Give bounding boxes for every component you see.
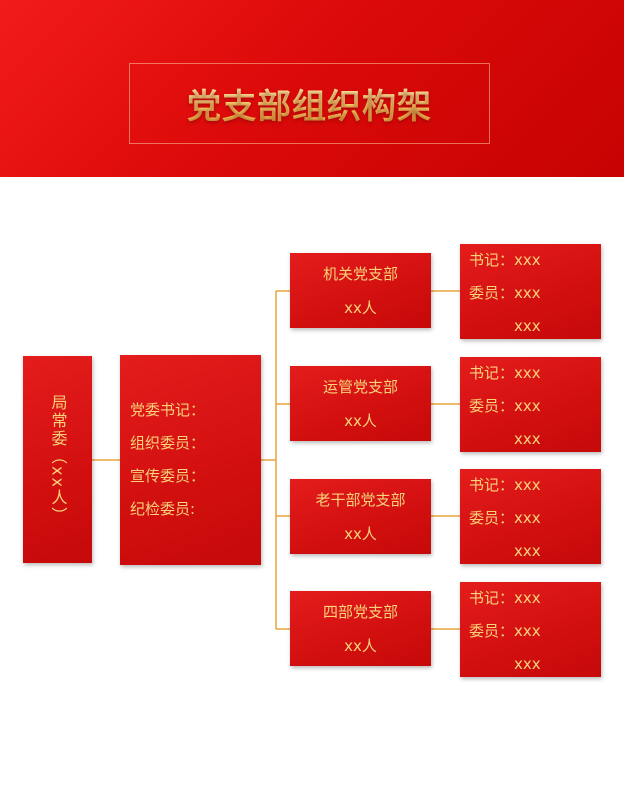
branch-secretary: 书记：xxx [469, 251, 541, 269]
page-title: 党支部组织构架 [187, 79, 432, 128]
branch-node-3: 老干部党支部 xx人 [290, 479, 431, 554]
branch-detail-4: 书记：xxx 委员：xxx xxx [460, 582, 601, 677]
branch-count: xx人 [344, 636, 377, 655]
committee-member: 党委书记： [130, 401, 206, 419]
branch-member: xxx [514, 317, 541, 335]
branch-member: xxx [514, 430, 541, 448]
branch-member: 委员：xxx [469, 397, 541, 415]
branch-member: 委员：xxx [469, 509, 541, 527]
branch-name: 机关党支部 [322, 264, 398, 283]
title-frame: 党支部组织构架 [129, 63, 490, 144]
branch-member: 委员：xxx [469, 622, 541, 640]
branch-count: xx人 [344, 411, 377, 430]
branch-member: xxx [514, 542, 541, 560]
branch-node-1: 机关党支部 xx人 [290, 253, 431, 328]
branch-detail-3: 书记：xxx 委员：xxx xxx [460, 469, 601, 564]
committee-node: 党委书记： 组织委员： 宣传委员： 纪检委员: [120, 355, 261, 565]
branch-name: 四部党支部 [322, 602, 398, 621]
branch-detail-1: 书记：xxx 委员：xxx xxx [460, 244, 601, 339]
branch-secretary: 书记：xxx [469, 364, 541, 382]
branch-secretary: 书记：xxx [469, 589, 541, 607]
branch-count: xx人 [344, 524, 377, 543]
branch-detail-2: 书记：xxx 委员：xxx xxx [460, 357, 601, 452]
committee-member: 组织委员： [130, 434, 206, 452]
branch-name: 运管党支部 [322, 377, 398, 396]
branch-name: 老干部党支部 [315, 490, 406, 509]
branch-secretary: 书记：xxx [469, 476, 541, 494]
root-label: 局常委（xx人） [48, 394, 68, 525]
header-banner: 党支部组织构架 [0, 0, 624, 177]
root-node: 局常委（xx人） [23, 356, 92, 563]
branch-node-4: 四部党支部 xx人 [290, 591, 431, 666]
branch-count: xx人 [344, 298, 377, 317]
committee-member: 宣传委员： [130, 467, 206, 485]
branch-node-2: 运管党支部 xx人 [290, 366, 431, 441]
committee-member: 纪检委员: [130, 500, 196, 518]
branch-member: xxx [514, 655, 541, 673]
branch-member: 委员：xxx [469, 284, 541, 302]
